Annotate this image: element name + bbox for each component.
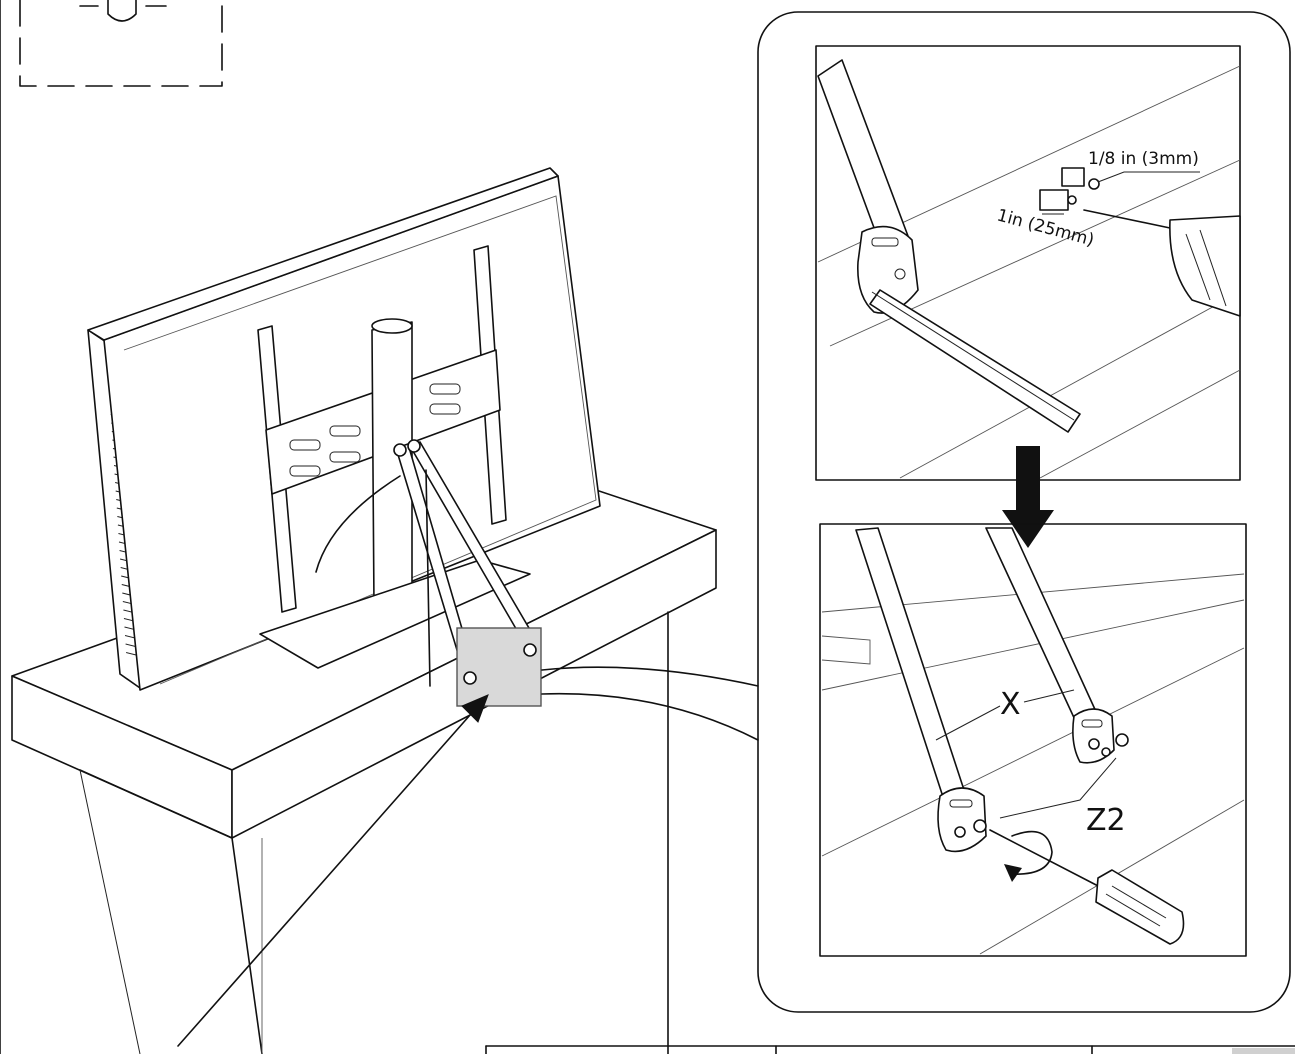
- drill-diameter-label: 1/8 in (3mm): [1088, 149, 1199, 169]
- drilling-panel: [815, 45, 1241, 481]
- pointer-arrows: [177, 475, 759, 1047]
- tv: [87, 167, 601, 691]
- strap-part-label: X: [1000, 687, 1021, 722]
- screwdriver-icon: [989, 829, 1185, 945]
- dashed-detail-box: [19, 0, 223, 87]
- drill-icon: [1083, 209, 1241, 317]
- screw-part-label: Z2: [1086, 803, 1126, 838]
- parts-table-header: [485, 1045, 1295, 1055]
- arrow-down-icon: [1002, 446, 1054, 548]
- screwing-panel: [819, 523, 1247, 957]
- callout-frame: [757, 11, 1291, 1013]
- highlight-box: [456, 627, 542, 707]
- support-straps: [393, 439, 537, 687]
- rotate-clockwise-icon: [1004, 830, 1053, 882]
- screw-cap-icon: [79, 0, 167, 22]
